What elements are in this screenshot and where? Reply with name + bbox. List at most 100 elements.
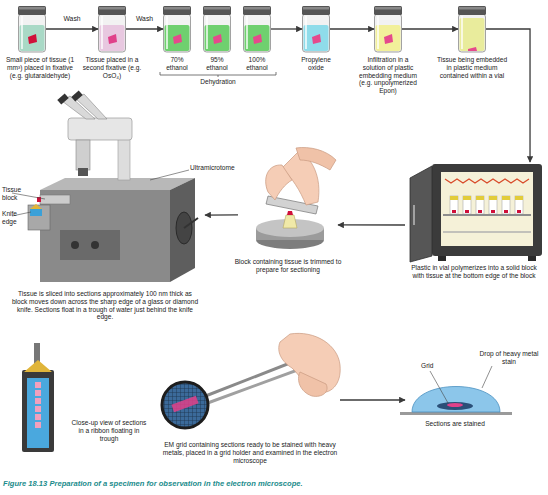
vial <box>246 16 248 49</box>
trough-closeup <box>27 378 49 448</box>
callout-label: Tissue block <box>2 186 32 202</box>
trimming-hand <box>266 165 292 200</box>
trough-closeup <box>35 414 41 420</box>
process-arrow <box>46 28 98 29</box>
process-arrow <box>338 224 405 225</box>
ultramicrotome <box>71 90 82 101</box>
vial <box>459 7 485 10</box>
step-caption: EM grid containing sections ready to be … <box>160 441 340 464</box>
trough-closeup <box>35 398 41 404</box>
vial <box>21 16 23 49</box>
sectioning-step: Tissue is sliced into sections approxima… <box>5 92 205 287</box>
oven <box>445 179 529 183</box>
vial <box>205 25 230 51</box>
oven <box>443 214 531 216</box>
oven <box>476 196 484 200</box>
solvent-vial: Propylene oxide <box>302 6 330 52</box>
vial <box>312 34 321 44</box>
fixative-vial: Small piece of tissue (1 mm³) placed in … <box>18 6 46 52</box>
oven <box>465 210 469 213</box>
vial <box>173 34 182 44</box>
vial <box>460 18 485 51</box>
ultramicrotome <box>12 90 198 282</box>
trough-step: Close-up view of sections in a ribbon fl… <box>15 343 63 455</box>
grid-forceps <box>162 382 208 428</box>
ethanol-vial: 95% ethanol <box>203 6 231 52</box>
trough-closeup <box>24 360 52 372</box>
grid-forceps <box>162 333 340 428</box>
oven <box>489 196 497 214</box>
vial <box>164 7 190 10</box>
vial <box>374 6 402 52</box>
vial <box>163 6 191 52</box>
arrow-label: Wash <box>125 16 165 23</box>
step-caption: Small piece of tissue (1 mm³) placed in … <box>0 56 80 79</box>
vial <box>108 34 117 44</box>
ultramicrotome <box>40 178 195 190</box>
oven-step: Plastic in vial polymerizes into a solid… <box>405 162 543 262</box>
vial <box>98 6 126 52</box>
vial <box>203 6 231 52</box>
trimming-step: Block containing tissue is trimmed to pr… <box>238 145 338 255</box>
arrow-label: Wash <box>52 16 92 23</box>
ethanol-vial: 100% ethanol <box>243 6 271 52</box>
vial <box>377 16 379 49</box>
stain-drop <box>447 403 463 407</box>
oven <box>489 196 497 200</box>
vial <box>204 7 230 10</box>
vial <box>18 6 46 52</box>
ultramicrotome <box>40 190 170 282</box>
vial <box>213 34 222 44</box>
vial <box>244 7 270 10</box>
vial <box>375 7 401 10</box>
vial <box>19 14 46 52</box>
vial <box>206 16 208 49</box>
vial <box>302 6 330 15</box>
vial <box>375 14 402 52</box>
ultramicrotome <box>57 93 68 104</box>
vial <box>203 6 231 15</box>
step-caption: Sections are stained <box>415 420 495 428</box>
step-caption: Tissue placed in a second fixative (e.g.… <box>82 56 142 79</box>
vial <box>384 34 393 44</box>
oven <box>504 210 508 213</box>
ultramicrotome <box>78 168 88 176</box>
vial <box>98 6 126 15</box>
trough-closeup <box>35 382 41 388</box>
stain-drop <box>400 366 512 415</box>
process-arrow <box>340 399 405 400</box>
oven <box>463 196 471 214</box>
ultramicrotome <box>40 195 70 204</box>
step-caption: 95% ethanol <box>199 56 235 72</box>
fixative-vial: Tissue placed in a second fixative (e.g.… <box>98 6 126 52</box>
process-arrow <box>486 29 530 162</box>
vial <box>303 14 330 52</box>
vial <box>28 34 37 44</box>
vial <box>163 6 191 15</box>
ultramicrotome <box>150 170 189 180</box>
figure-caption: Figure 18.13 Preparation of a specimen f… <box>3 479 303 488</box>
oven <box>515 196 523 214</box>
vial <box>101 16 103 49</box>
ultramicrotome <box>71 241 79 249</box>
oven <box>443 231 531 233</box>
oven <box>441 172 533 246</box>
oven <box>452 210 456 213</box>
oven <box>450 196 458 200</box>
ultramicrotome <box>30 204 42 209</box>
oven <box>515 196 523 200</box>
grid-forceps <box>299 372 328 396</box>
vial <box>166 16 168 49</box>
vial <box>204 14 231 52</box>
step-caption: Propylene oxide <box>293 56 339 72</box>
stain-drop <box>412 387 500 413</box>
vial <box>99 7 125 10</box>
infiltration-vial: Infiltration in a solution of plastic em… <box>374 6 402 52</box>
vial <box>458 6 486 15</box>
vial <box>458 6 486 52</box>
process-arrow <box>126 28 163 29</box>
vial <box>302 6 330 52</box>
trimming-hand <box>283 215 297 228</box>
step-caption: Plastic in vial polymerizes into a solid… <box>405 264 543 280</box>
oven <box>478 210 482 213</box>
